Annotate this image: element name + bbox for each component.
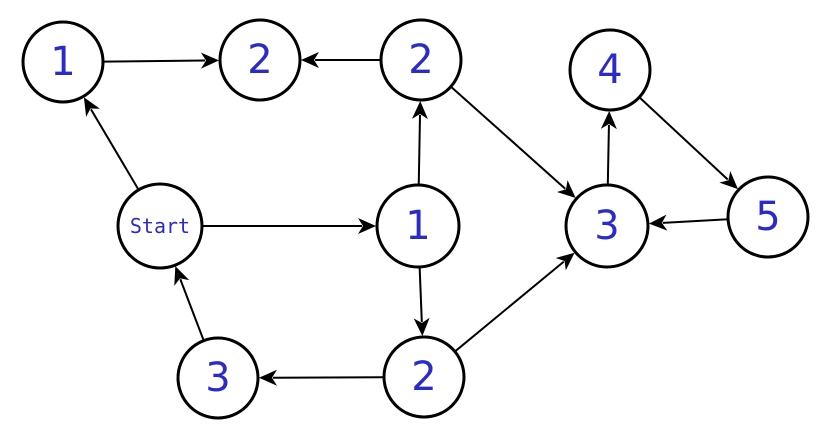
edge-n_bc2-to-n_bl3	[258, 369, 385, 386]
arrowhead-icon	[413, 317, 430, 337]
graph-node-c1: 1	[375, 183, 461, 269]
edge-n_bc2-to-n_r3	[454, 252, 575, 353]
arrowhead-icon	[83, 97, 100, 117]
edge-line	[450, 85, 566, 190]
nodes-layer: Start 1 2 2 1 2 3 3 4 5	[21, 18, 810, 420]
edge-line	[606, 124, 610, 186]
node-label: 3	[594, 203, 619, 249]
edge-line	[417, 114, 422, 186]
node-circle	[218, 18, 302, 102]
edge-n_c1-to-n_tr2	[411, 100, 428, 186]
graph-node-r4: 4	[568, 28, 652, 112]
arrowhead-icon	[600, 110, 617, 130]
graph-node-bl3: 3	[176, 336, 260, 420]
edge-line	[662, 218, 729, 224]
graph-node-start: Start	[116, 182, 204, 270]
edge-n_bl3-to-n_start	[174, 266, 205, 341]
node-circle	[382, 335, 466, 419]
edge-n_start-to-n_tl1	[83, 97, 140, 191]
node-label: 1	[405, 203, 430, 249]
arrowhead-icon	[648, 214, 668, 231]
node-label: 2	[247, 37, 272, 83]
edge-n_tr2-to-n_r3	[450, 85, 576, 199]
arrowhead-icon	[719, 170, 738, 190]
edge-n_tr2-to-n_tc2	[301, 52, 381, 68]
edge-line	[638, 96, 729, 181]
arrowhead-icon	[411, 100, 428, 120]
node-label: 4	[597, 47, 622, 93]
node-label: 2	[408, 37, 433, 83]
edge-n_start-to-n_c1	[202, 218, 376, 234]
edge-line	[418, 266, 423, 323]
edge-line	[454, 260, 565, 353]
edge-n_r4-to-n_r5	[638, 96, 738, 190]
node-circle	[116, 182, 204, 270]
edge-n_r5-to-n_r3	[648, 214, 729, 231]
node-label: 3	[205, 355, 230, 401]
node-label: 5	[755, 194, 780, 240]
edge-line	[90, 108, 140, 191]
node-label: Start	[130, 214, 190, 238]
node-circle	[568, 28, 652, 112]
arrowhead-icon	[556, 180, 576, 199]
graph-node-tc2: 2	[218, 18, 302, 102]
graph-node-bc2: 2	[382, 335, 466, 419]
node-circle	[375, 183, 461, 269]
node-circle	[21, 20, 105, 104]
node-label: 2	[411, 354, 436, 400]
node-circle	[726, 175, 810, 259]
arrowhead-icon	[258, 369, 278, 386]
node-circle	[379, 18, 463, 102]
arrowhead-icon	[301, 52, 319, 68]
node-label: 1	[50, 39, 75, 85]
arrowhead-icon	[200, 52, 220, 69]
edge-n_r3-to-n_r4	[600, 110, 617, 186]
edges-layer	[83, 52, 738, 386]
arrowhead-icon	[174, 266, 190, 286]
edge-n_c1-to-n_bc2	[413, 266, 430, 337]
edge-line	[179, 278, 205, 341]
graph-node-tr2: 2	[379, 18, 463, 102]
edge-line	[272, 376, 385, 379]
arrowhead-icon	[358, 218, 376, 234]
graph-node-tl1: 1	[21, 20, 105, 104]
arrowhead-icon	[555, 252, 575, 271]
graph-node-r3: 3	[564, 183, 650, 269]
graph-node-r5: 5	[726, 175, 810, 259]
node-circle	[564, 183, 650, 269]
node-circle	[176, 336, 260, 420]
edge-n_tl1-to-n_tc2	[102, 52, 220, 69]
edge-line	[102, 59, 206, 63]
